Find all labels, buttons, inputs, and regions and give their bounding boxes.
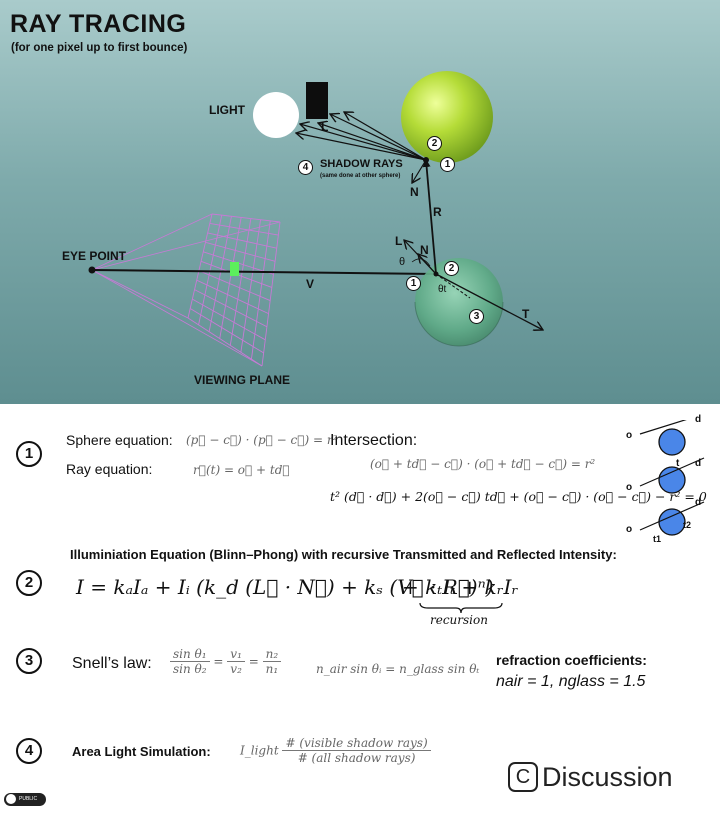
label-n-green: N — [410, 185, 419, 199]
intersection-cases-figure — [639, 420, 705, 536]
area-light-lhs: I_light — [240, 743, 279, 758]
case1-d: d — [695, 414, 702, 425]
section-4-number: 4 — [16, 738, 42, 764]
sphere-equation-label: Sphere equation: — [66, 432, 173, 448]
label-theta: θ — [399, 256, 406, 268]
area-light-equation: I_light # (visible shadow rays)# (all sh… — [240, 736, 431, 765]
ray-v — [91, 269, 437, 275]
intersection-label: Intersection: — [330, 432, 418, 449]
section-2-number: 2 — [16, 570, 42, 596]
label-r: R — [433, 205, 442, 219]
label-theta-t: θt — [438, 284, 447, 295]
marker-1-glass: 1 — [406, 276, 421, 291]
case2-o: o — [626, 482, 633, 493]
diagram-title: RAY TRACING — [10, 10, 187, 38]
case1-o: o — [626, 430, 633, 441]
frac-n-bot: n₁ — [265, 662, 279, 676]
snell-equation-2: n_air sin θᵢ = n_glass sin θₜ — [316, 662, 480, 676]
case3-o: o — [626, 524, 633, 535]
ray-t — [435, 273, 543, 330]
intersection-equation-2: t² (d⃗ · d⃗) + 2(o⃗ − c⃗) td⃗ + (o⃗ − c⃗… — [330, 489, 707, 504]
snell-law-label: Snell’s law: — [72, 655, 152, 672]
case3-t2: t2 — [683, 520, 692, 530]
public-domain-icon — [6, 794, 16, 804]
area-light-numerator: # (visible shadow rays) — [282, 736, 431, 751]
marker-3: 3 — [469, 309, 484, 324]
green-sphere — [401, 71, 493, 163]
recursion-brace — [419, 602, 503, 614]
label-t: T — [522, 307, 530, 321]
illumination-equation: I = kₐIₐ + Iᵢ (k_d (L⃗ · N⃗) + kₛ (V⃗ · … — [76, 575, 494, 599]
illustration: RAY TRACING (for one pixel up to first b… — [0, 0, 720, 404]
light-label: LIGHT — [209, 103, 245, 117]
ray-r — [422, 159, 437, 275]
shadow-rays-note: (same done at other sphere) — [320, 173, 401, 179]
section-3-number: 3 — [16, 648, 42, 674]
view-frustum — [91, 213, 281, 367]
viewing-plane-grid — [187, 213, 281, 367]
light-vector-l — [404, 240, 437, 275]
viewing-plane-label: VIEWING PLANE — [194, 373, 291, 387]
discussion-text: Discussion — [542, 762, 673, 792]
intersection-equation-1: (o⃗ + td⃗ − c⃗) · (o⃗ + td⃗ − c⃗) = r² — [370, 457, 596, 471]
marker-1-green: 1 — [440, 157, 455, 172]
label-n-glass: N — [420, 243, 429, 257]
frac-v-bot: v₂ — [230, 662, 242, 676]
c-logo-icon: C — [508, 762, 538, 792]
area-light-label: Area Light Simulation: — [72, 744, 211, 759]
area-light-denominator: # (all shadow rays) — [297, 751, 416, 765]
shadow-rays — [296, 112, 427, 161]
case3-d: d — [695, 497, 702, 508]
ray-equation: r⃗(t) = o⃗ + td⃗ — [193, 463, 290, 477]
ray-diagram — [88, 71, 720, 367]
section-1-number: 1 — [16, 441, 42, 467]
case2-d: d — [695, 458, 702, 469]
refraction-coefficients-values: nair = 1, nglass = 1.5 — [496, 673, 646, 690]
refraction-coefficients-heading: refraction coefficients: — [496, 652, 647, 668]
label-v: V — [306, 277, 315, 291]
label-l-glass: L — [395, 234, 403, 248]
shadow-rays-label: SHADOW RAYS — [320, 158, 403, 170]
eye-point-label: EYE POINT — [62, 249, 127, 263]
recursion-terms: + kₜIₜ + kᵣIᵣ — [402, 575, 519, 599]
case2-t: t — [676, 458, 680, 469]
marker-4: 4 — [298, 160, 313, 175]
ray-equation-label: Ray equation: — [66, 461, 153, 477]
pixel-marker — [230, 262, 239, 276]
light-source — [253, 92, 299, 138]
sphere-equation: (p⃗ − c⃗) · (p⃗ − c⃗) = r² — [186, 433, 338, 447]
diagram-subtitle: (for one pixel up to first bounce) — [11, 42, 188, 54]
frac-sin-bot: sin θ₂ — [173, 662, 207, 676]
frac-n-top: n₂ — [262, 647, 282, 662]
illumination-heading: Illuminiation Equation (Blinn–Phong) wit… — [70, 547, 617, 562]
case3-t1: t1 — [653, 534, 662, 544]
eye-point — [88, 266, 96, 274]
public-domain-badge: PUBLIC DOMAIN — [4, 793, 46, 815]
frac-sin-top: sin θ₁ — [170, 647, 210, 662]
label-l-top: L — [321, 120, 329, 134]
marker-2-glass: 2 — [444, 261, 459, 276]
normal-n-green — [412, 159, 427, 183]
marker-2-green: 2 — [427, 136, 442, 151]
recursion-label: recursion — [430, 613, 488, 627]
frac-v-top: v₁ — [227, 647, 245, 662]
occluder — [306, 82, 328, 119]
glass-sphere — [415, 258, 503, 346]
